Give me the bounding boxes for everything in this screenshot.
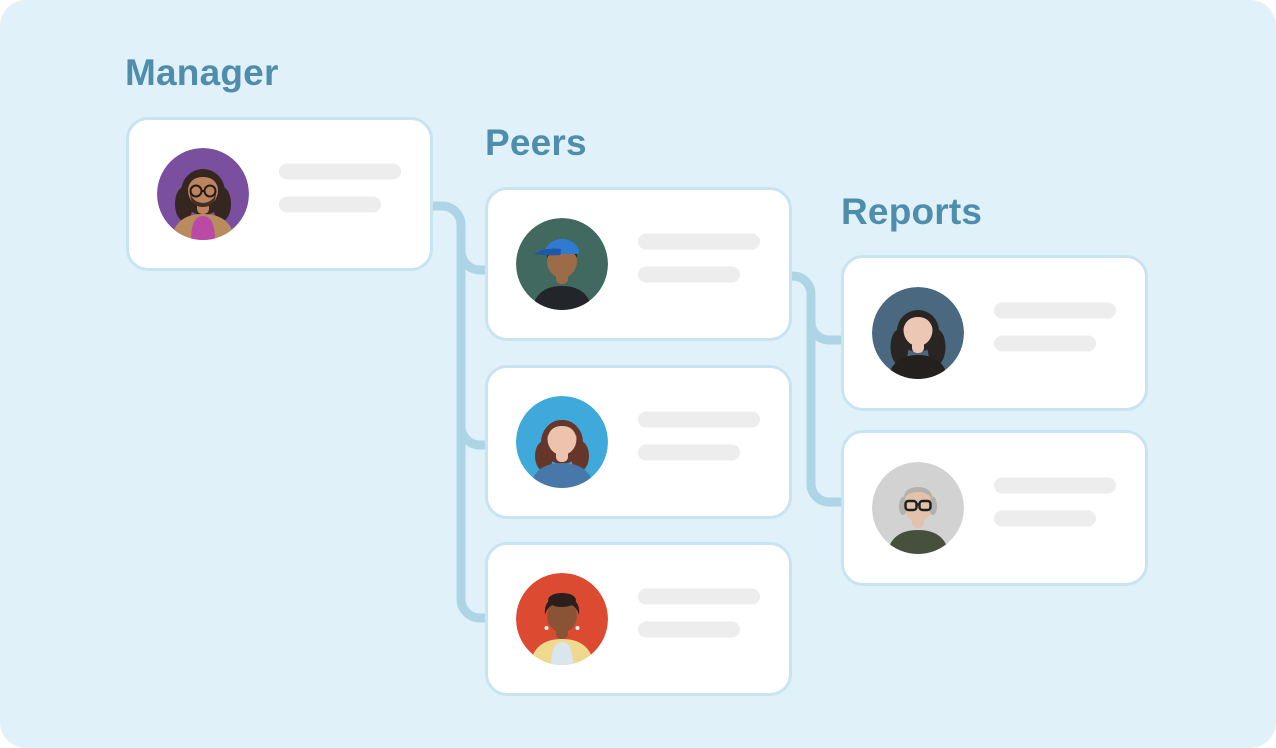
- connector-manager-to-peers-trunk: [432, 201, 489, 623]
- glasses-icon: [189, 184, 217, 198]
- role-placeholder-bar: [638, 621, 740, 638]
- glasses-icon: [904, 499, 932, 512]
- role-placeholder-bar: [638, 266, 740, 283]
- role-placeholder-bar: [638, 444, 740, 461]
- name-placeholder-bar: [994, 477, 1116, 494]
- peer-person-card[interactable]: [485, 187, 792, 341]
- role-placeholder-bar: [994, 335, 1096, 352]
- report-1-avatar: [872, 287, 964, 379]
- report-2-avatar: [872, 462, 964, 554]
- role-placeholder-bar: [994, 510, 1096, 527]
- name-placeholder-bar: [638, 233, 760, 250]
- name-placeholder-bar: [638, 411, 760, 428]
- placeholder-text-lines: [994, 477, 1116, 527]
- name-placeholder-bar: [638, 588, 760, 605]
- peer-1-avatar: [516, 218, 608, 310]
- peer-2-avatar: [516, 396, 608, 488]
- peers-section-heading: Peers: [485, 122, 587, 163]
- name-placeholder-bar: [994, 302, 1116, 319]
- report-person-card[interactable]: [841, 255, 1148, 411]
- reports-section-heading: Reports: [841, 191, 983, 232]
- connector-peers-to-reports-trunk: [789, 271, 845, 507]
- manager-avatar: [157, 148, 249, 240]
- placeholder-text-lines: [279, 163, 401, 213]
- manager-section-heading: Manager: [125, 52, 279, 93]
- peer-person-card[interactable]: [485, 542, 792, 696]
- placeholder-text-lines: [994, 302, 1116, 352]
- name-placeholder-bar: [279, 163, 401, 180]
- report-person-card[interactable]: [841, 430, 1148, 586]
- peer-person-card[interactable]: [485, 365, 792, 519]
- role-placeholder-bar: [279, 196, 381, 213]
- connector-branch-report-1: [806, 321, 845, 345]
- placeholder-text-lines: [638, 588, 760, 638]
- placeholder-text-lines: [638, 233, 760, 283]
- peer-3-avatar: [516, 573, 608, 665]
- manager-person-card[interactable]: [126, 117, 433, 271]
- placeholder-text-lines: [638, 411, 760, 461]
